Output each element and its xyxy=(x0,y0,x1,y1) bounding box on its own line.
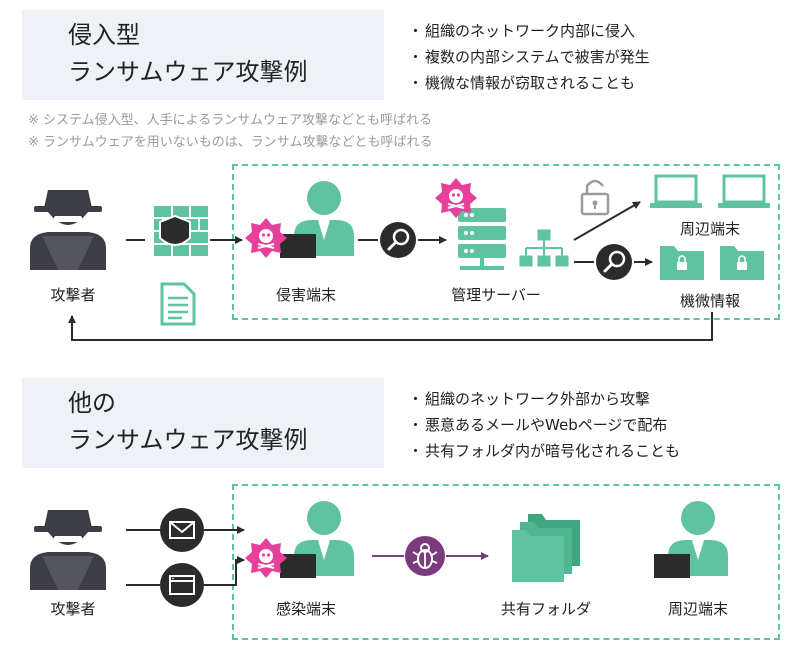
network-tree-icon xyxy=(519,229,569,267)
malware-icon xyxy=(244,537,288,579)
peripheral-terminals-label: 周辺端末 xyxy=(679,220,741,238)
web-browser-icon xyxy=(160,563,204,607)
firewall-shield-icon xyxy=(154,206,208,256)
management-server-label: 管理サーバー xyxy=(451,286,541,304)
section1-title-line2: ランサムウェア攻撃例 xyxy=(68,58,308,86)
infected-terminal-label: 感染端末 xyxy=(275,600,337,618)
victim-terminal-label: 侵害端末 xyxy=(275,286,337,304)
section1-bullet: 組織のネットワーク内部に侵入 xyxy=(408,18,650,44)
locked-folder-icon xyxy=(719,245,765,281)
section1-internal-network-box xyxy=(232,164,780,320)
section1-title-box xyxy=(22,10,384,100)
attacker-label: 攻撃者 xyxy=(50,286,96,304)
section1-note: ※ ランサムウェアを用いないものは、ランサム攻撃などとも呼ばれる xyxy=(28,135,433,150)
malware-icon xyxy=(434,177,478,219)
attacker-icon xyxy=(30,190,106,270)
section1-bullet: 複数の内部システムで被害が発生 xyxy=(408,44,650,70)
shared-folder-icon xyxy=(512,514,580,582)
section2-bullet-list: 組織のネットワーク外部から攻撃 悪意あるメールやWebページで配布 共有フォルダ… xyxy=(408,386,680,464)
section1-title-line1: 侵入型 xyxy=(68,21,140,49)
section2-title-line2: ランサムウェア攻撃例 xyxy=(68,426,308,454)
malware-icon xyxy=(244,217,288,259)
magnifier-icon xyxy=(378,220,418,260)
laptop-icon xyxy=(716,174,772,210)
infected-person-icon xyxy=(280,501,354,578)
peripheral-person-icon xyxy=(654,501,728,578)
exfiltration-arrow xyxy=(68,312,713,341)
section2-bullet: 共有フォルダ内が暗号化されることも xyxy=(408,438,680,464)
server-icon xyxy=(458,208,506,270)
unlocked-padlock-icon xyxy=(580,179,610,216)
attacker-label: 攻撃者 xyxy=(50,600,96,618)
magnifier-icon xyxy=(594,242,634,282)
laptop-icon xyxy=(648,174,704,210)
sensitive-info-label: 機微情報 xyxy=(679,292,741,310)
bug-icon xyxy=(405,536,445,576)
section1-note: ※ システム侵入型、人手によるランサムウェア攻撃などとも呼ばれる xyxy=(28,113,432,128)
section2-title-box xyxy=(22,378,384,468)
victim-person-icon xyxy=(280,181,354,258)
section2-internal-network-box xyxy=(232,484,780,640)
section2-title-line1: 他の xyxy=(68,389,116,417)
document-icon xyxy=(160,282,196,326)
attacker-icon xyxy=(30,510,106,590)
section2-bullet: 組織のネットワーク外部から攻撃 xyxy=(408,386,680,412)
section1-bullet: 機微な情報が窃取されることも xyxy=(408,70,650,96)
shared-folder-label: 共有フォルダ xyxy=(500,600,592,618)
section2-bullet: 悪意あるメールやWebページで配布 xyxy=(408,412,680,438)
locked-folder-icon xyxy=(659,245,705,281)
mail-icon xyxy=(160,508,204,552)
peripheral-terminal-label: 周辺端末 xyxy=(667,600,729,618)
section1-bullet-list: 組織のネットワーク内部に侵入 複数の内部システムで被害が発生 機微な情報が窃取さ… xyxy=(408,18,650,96)
